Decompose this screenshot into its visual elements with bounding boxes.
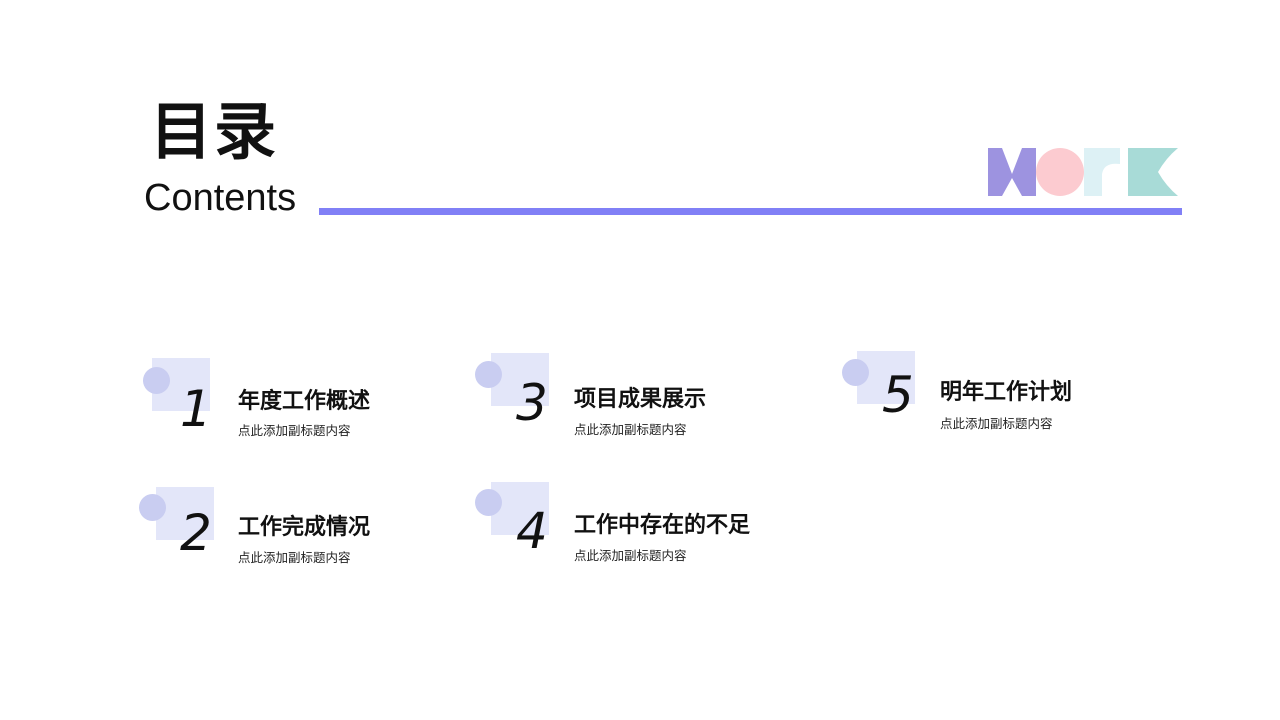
number-backdrop [156, 487, 214, 540]
item-title: 明年工作计划 [940, 380, 1073, 405]
item-number: 1 [180, 380, 212, 438]
number-backdrop [491, 482, 549, 535]
page-title: 目录 [150, 95, 279, 168]
dot-decoration [842, 359, 869, 386]
item-title: 项目成果展示 [574, 387, 707, 412]
item-subtitle: 点此添加副标题内容 [574, 422, 687, 437]
work-logo-icon [988, 148, 1178, 196]
item-number: 4 [516, 502, 548, 560]
item-number: 3 [516, 374, 548, 432]
dot-decoration [139, 494, 166, 521]
item-number: 2 [180, 504, 212, 562]
item-subtitle: 点此添加副标题内容 [238, 423, 351, 438]
item-title: 工作中存在的不足 [574, 513, 751, 538]
dot-decoration [143, 367, 170, 394]
item-number: 5 [882, 366, 914, 424]
page-subtitle: Contents [144, 177, 297, 219]
title-divider [319, 208, 1182, 215]
item-title: 年度工作概述 [238, 389, 371, 414]
item-subtitle: 点此添加副标题内容 [940, 416, 1053, 431]
item-title: 工作完成情况 [238, 515, 371, 540]
dot-decoration [475, 489, 502, 516]
item-subtitle: 点此添加副标题内容 [574, 548, 687, 563]
item-subtitle: 点此添加副标题内容 [238, 550, 351, 565]
dot-decoration [475, 361, 502, 388]
